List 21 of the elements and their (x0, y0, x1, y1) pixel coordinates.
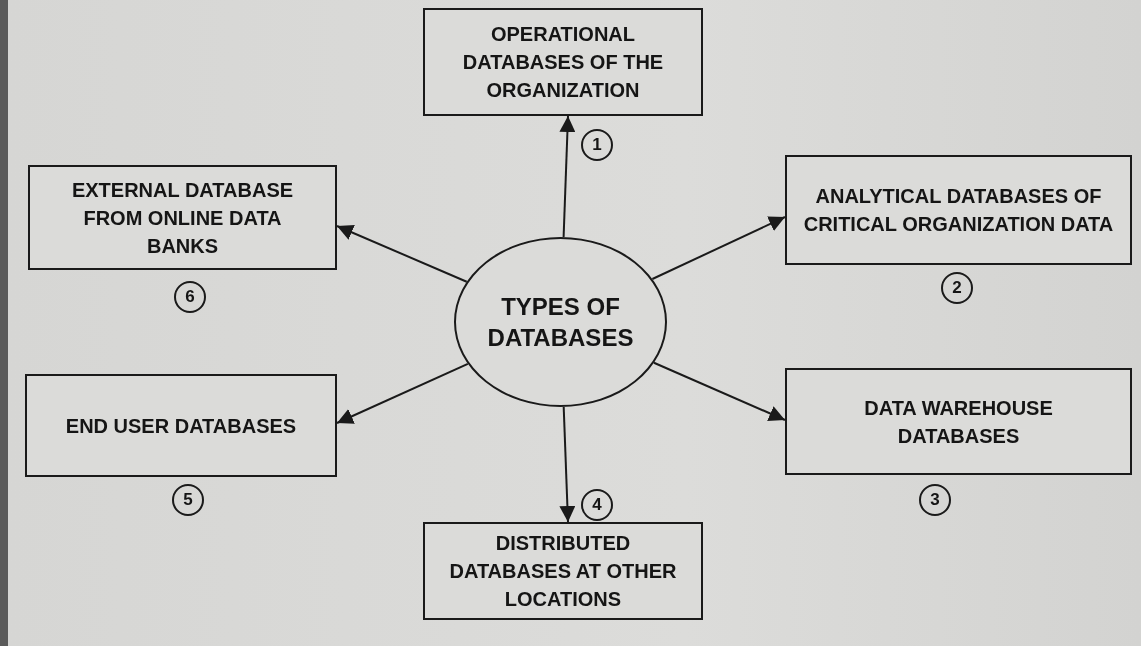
box-label: DATA WAREHOUSE DATABASES (863, 395, 1054, 449)
database-box (25, 374, 337, 477)
callout-number: 1 (581, 129, 613, 161)
database-box (785, 368, 1132, 475)
database-box (28, 165, 337, 270)
callout-number: 4 (581, 489, 613, 521)
database-box (423, 522, 703, 620)
box-label: ANALYTICAL DATABASES OF CRITICAL ORGANIZATION DATA (803, 184, 1114, 237)
box-label: OPERATIONAL DATABASES OF THE ORGANIZATION (461, 22, 665, 103)
callout-number: 6 (174, 281, 206, 313)
callout-number: 2 (941, 272, 973, 304)
arrow (559, 405, 576, 523)
center-title: TYPES OF DATABASES (487, 291, 634, 353)
box-label: EXTERNAL DATABASE FROM ONLINE DATA BANKS (70, 177, 295, 259)
database-box (785, 155, 1132, 265)
arrow (559, 115, 576, 239)
callout-number: 3 (919, 484, 951, 516)
callout-number: 5 (172, 484, 204, 516)
box-label: END USER DATABASES (65, 413, 297, 439)
database-box (423, 8, 703, 116)
box-label: DISTRIBUTED DATABASES AT OTHER LOCATIONS (448, 531, 678, 612)
